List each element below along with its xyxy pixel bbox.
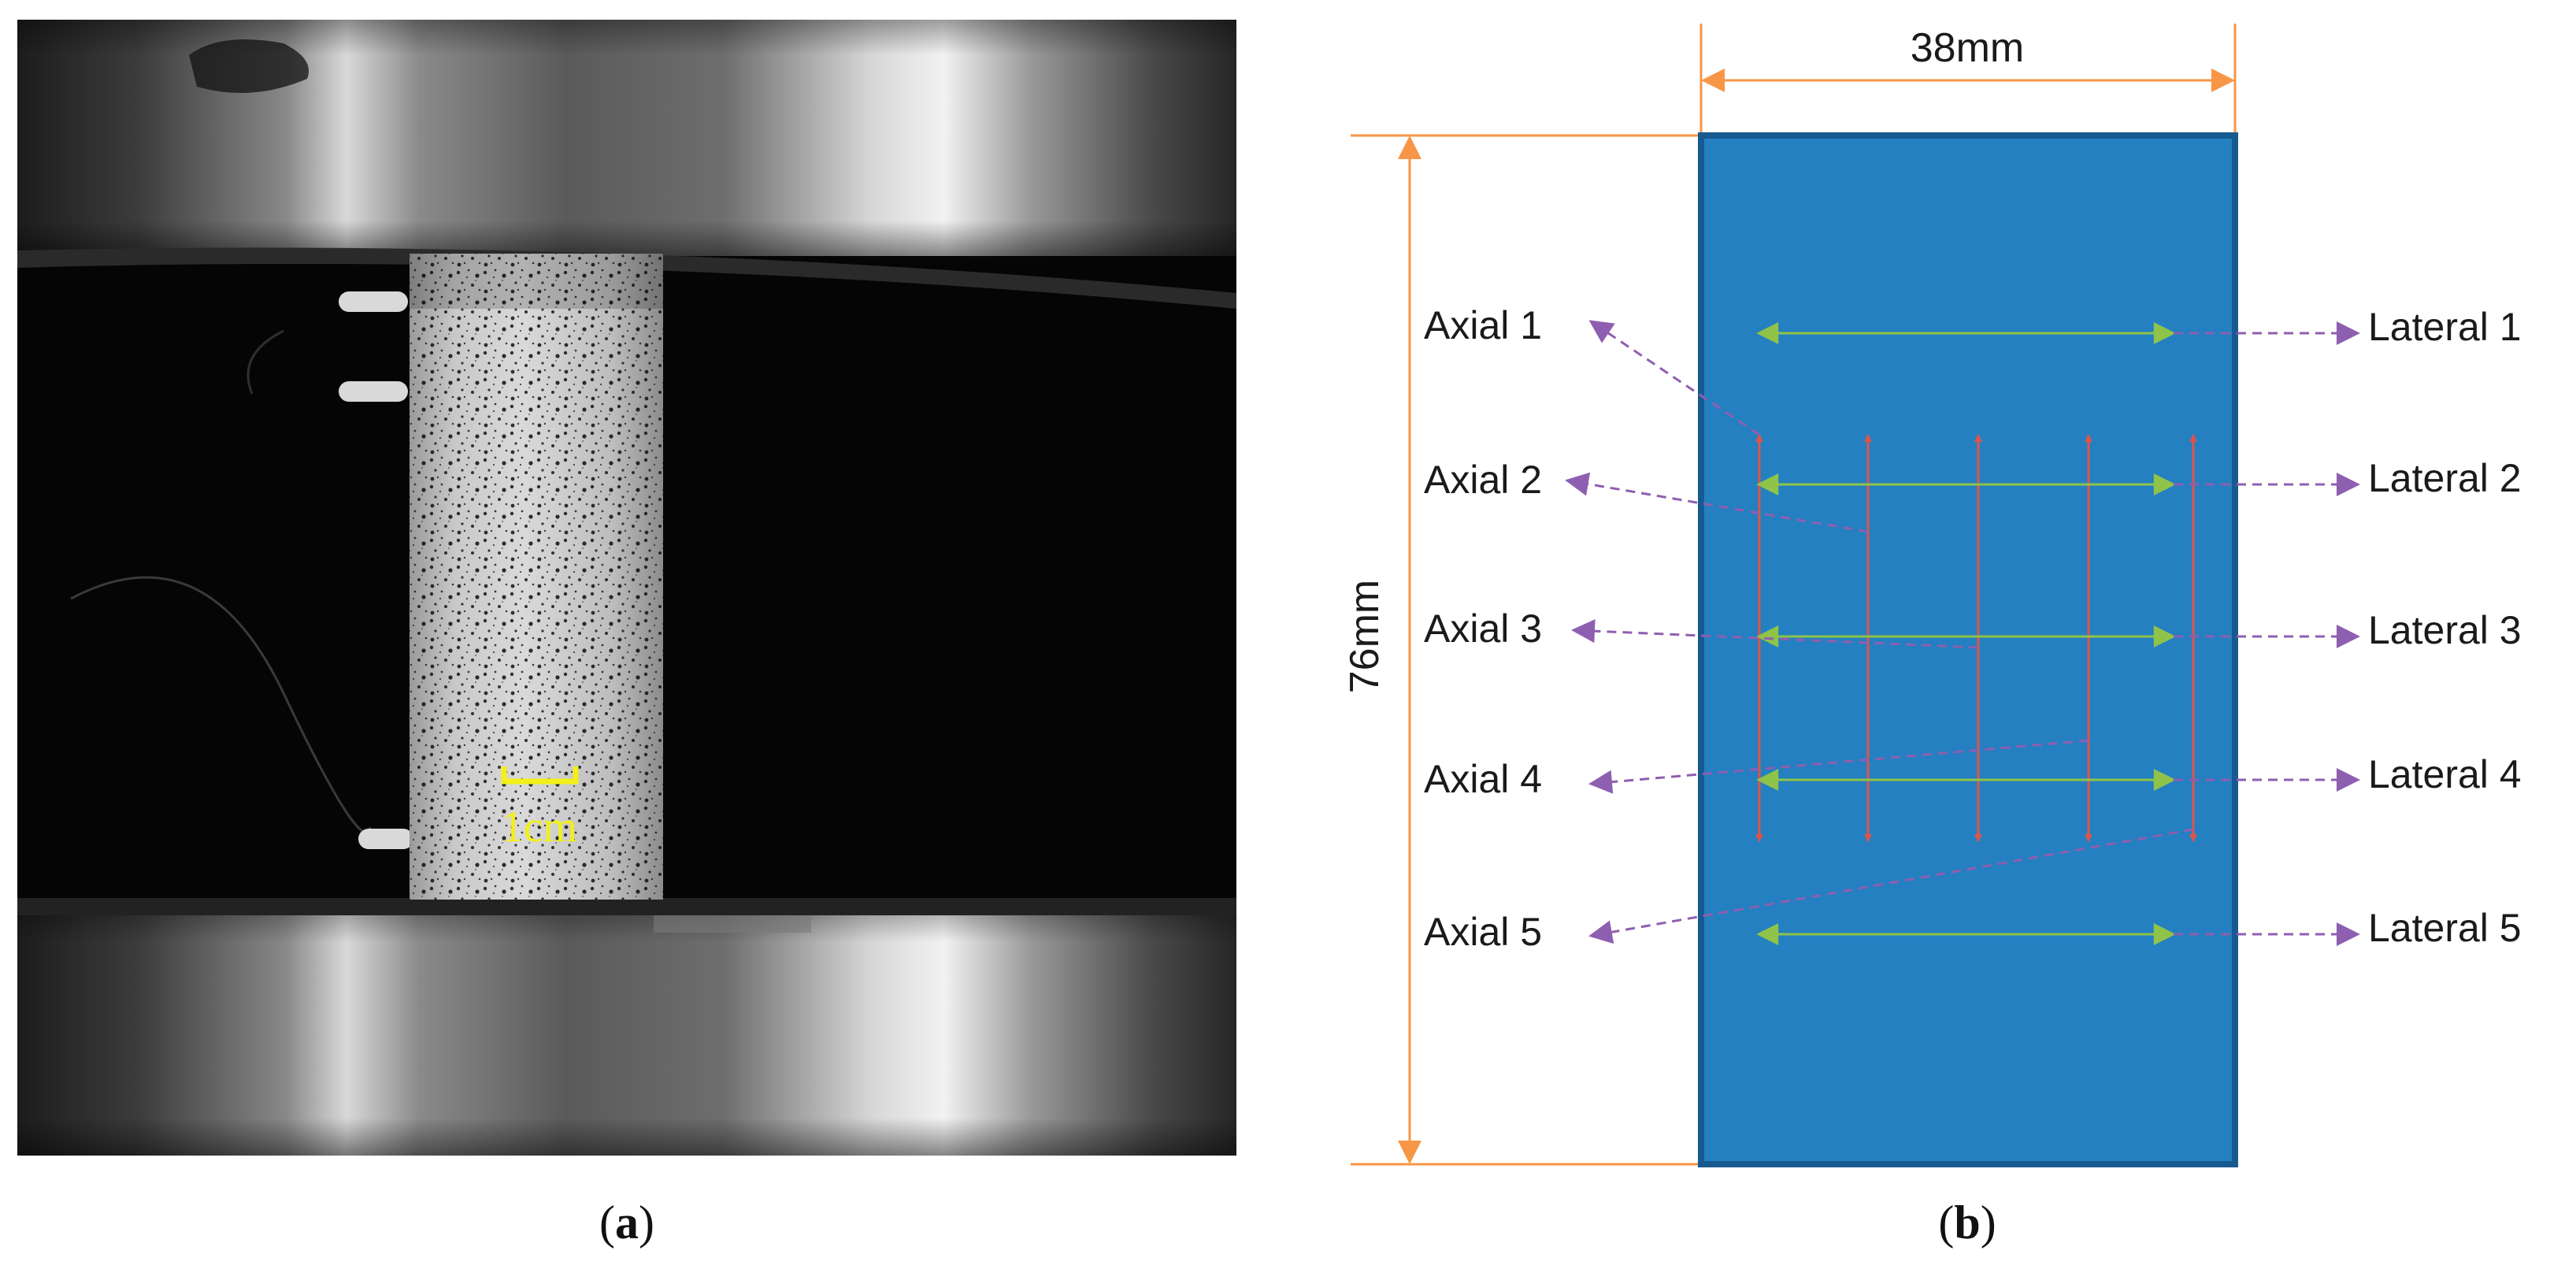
caption-a: (a) <box>599 1197 654 1249</box>
specimen-rectangle <box>1698 132 2238 1167</box>
axial-label-3: Axial 3 <box>1424 607 1542 651</box>
width-label: 38mm <box>1911 25 2024 71</box>
height-label: 76mm <box>1342 580 1388 693</box>
axial-label-2: Axial 2 <box>1424 458 1542 502</box>
upper-platen-rim <box>17 247 1236 309</box>
lateral-label-2: Lateral 2 <box>2368 456 2522 500</box>
pin-middle <box>339 381 408 402</box>
lateral-label-1: Lateral 1 <box>2368 305 2522 349</box>
lateral-label-4: Lateral 4 <box>2368 752 2522 796</box>
axial-leader-5 <box>1588 828 2194 944</box>
axial-leaders <box>1565 320 2194 944</box>
axial-label-4: Axial 4 <box>1424 757 1542 801</box>
axial-leader-2 <box>1565 472 1869 533</box>
lateral-label-5: Lateral 5 <box>2368 906 2522 950</box>
sensor-wires <box>70 576 372 833</box>
lateral-gauges <box>1756 322 2176 945</box>
scale-bar <box>501 766 579 785</box>
axial-label-5: Axial 5 <box>1424 910 1542 954</box>
panel-b-schematic: 38mm 76mm <box>1342 24 2522 1167</box>
axial-leader-1 <box>1588 320 1760 436</box>
axial-leader-4 <box>1588 739 2089 794</box>
pin-lower <box>358 829 413 849</box>
axial-labels: Axial 1 Axial 2 Axial 3 Axial 4 Axial 5 <box>1424 303 1542 954</box>
pin-upper <box>339 291 408 312</box>
axial-leader-3 <box>1571 619 1979 649</box>
lateral-label-3: Lateral 3 <box>2368 608 2522 652</box>
caption-b: (b) <box>1938 1197 1996 1249</box>
lateral-labels: Lateral 1 Lateral 2 Lateral 3 Lateral 4 … <box>2368 305 2522 950</box>
scale-bar-label: 1cm <box>502 803 577 852</box>
panel-a-photo: 1cm <box>17 20 1236 1156</box>
axial-label-1: Axial 1 <box>1424 303 1542 347</box>
